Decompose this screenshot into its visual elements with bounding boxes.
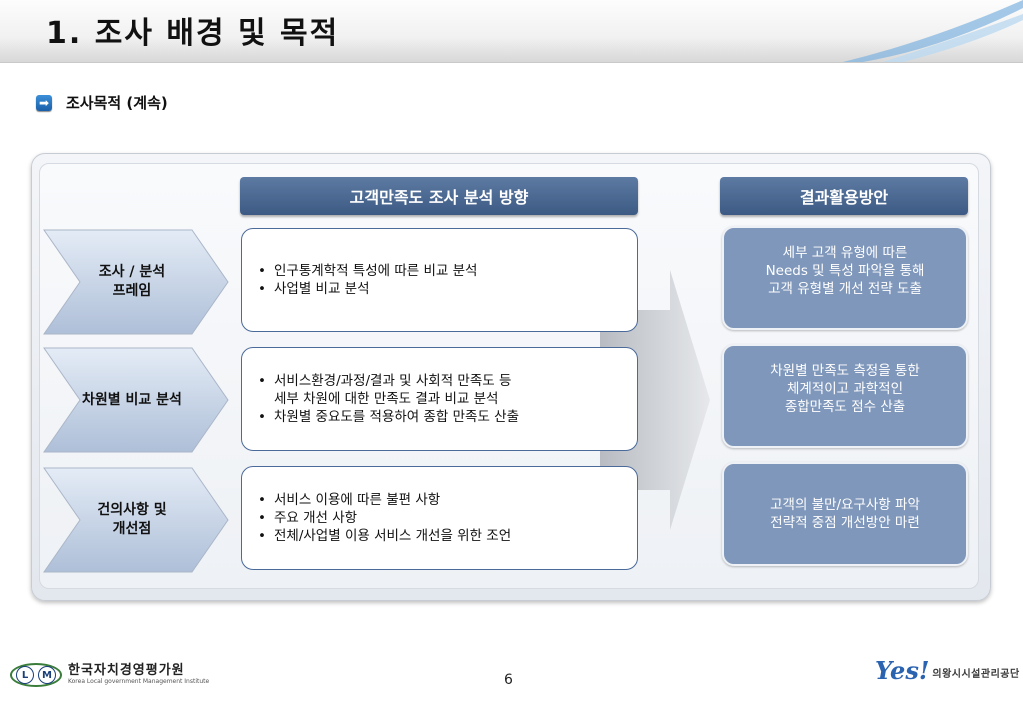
big-right-arrow-icon bbox=[600, 270, 710, 530]
analysis-direction-header: 고객만족도 조사 분석 방향 bbox=[240, 177, 638, 215]
analysis-box: 인구통계학적 특성에 따른 비교 분석 사업별 비교 분석 bbox=[241, 228, 638, 332]
arrow-right-icon: ➡ bbox=[36, 94, 52, 111]
category-chevron: 차원별 비교 분석 bbox=[42, 346, 232, 454]
category-label: 차원별 비교 분석 bbox=[82, 391, 182, 408]
klmi-emblem-icon: L M bbox=[10, 663, 62, 687]
page-title: 1. 조사 배경 및 목적 bbox=[46, 16, 340, 51]
usage-box: 세부 고객 유형에 따른 Needs 및 특성 파악을 통해 고객 유형별 개선… bbox=[722, 226, 968, 330]
usage-line: 고객의 불만/요구사항 파악 bbox=[770, 497, 920, 513]
list-item: 서비스 이용에 따른 불편 사항 bbox=[256, 491, 637, 509]
usage-box: 고객의 불만/요구사항 파악 전략적 중점 개선방안 마련 bbox=[722, 462, 968, 566]
usage-line: 종합만족도 점수 산출 bbox=[784, 399, 906, 415]
yes-logo-mark: Yes! bbox=[875, 656, 930, 685]
usage-line: Needs 및 특성 파악을 통해 bbox=[765, 263, 925, 279]
decorative-swoosh bbox=[843, 0, 1023, 62]
usage-line: 체계적이고 과학적인 bbox=[786, 381, 904, 397]
section-subheading: ➡ 조사목적 (계속) bbox=[36, 92, 168, 113]
page-number: 6 bbox=[504, 672, 513, 688]
chevron-shape bbox=[43, 467, 229, 573]
list-item-continuation: 세부 차원에 대한 만족도 결과 비교 분석 bbox=[274, 391, 499, 407]
klmi-logo: L M 한국자치경영평가원 Korea Local government Man… bbox=[10, 663, 209, 687]
analysis-box: 서비스환경/과정/결과 및 사회적 만족도 등 세부 차원에 대한 만족도 결과… bbox=[241, 347, 638, 451]
left-org-english: Korea Local government Management Instit… bbox=[68, 678, 210, 685]
subheading-label: 조사목적 (계속) bbox=[66, 94, 168, 112]
usage-line: 세부 고객 유형에 따른 bbox=[782, 245, 908, 261]
usage-line: 차원별 만족도 측정을 통한 bbox=[770, 363, 920, 379]
usage-line: 고객 유형별 개선 전략 도출 bbox=[768, 281, 922, 297]
list-item: 전체/사업별 이용 서비스 개선을 위한 조언 bbox=[256, 527, 637, 545]
usage-line: 전략적 중점 개선방안 마련 bbox=[770, 515, 920, 531]
chevron-shape bbox=[43, 229, 229, 335]
list-item: 서비스환경/과정/결과 및 사회적 만족도 등 bbox=[256, 372, 637, 390]
analysis-box: 서비스 이용에 따른 불편 사항 주요 개선 사항 전체/사업별 이용 서비스 … bbox=[241, 466, 638, 570]
title-bar: 1. 조사 배경 및 목적 bbox=[0, 0, 1023, 63]
usage-box: 차원별 만족도 측정을 통한 체계적이고 과학적인 종합만족도 점수 산출 bbox=[722, 344, 968, 448]
list-item: 인구통계학적 특성에 따른 비교 분석 bbox=[256, 262, 637, 280]
result-usage-header: 결과활용방안 bbox=[720, 177, 968, 215]
right-org-name: 의왕시시설관리공단 bbox=[932, 669, 1020, 680]
uiwang-logo: Yes! 의왕시시설관리공단 bbox=[875, 658, 1020, 684]
left-org-name: 한국자치경영평가원 bbox=[68, 663, 185, 678]
list-item: 사업별 비교 분석 bbox=[256, 280, 637, 298]
list-item: 차원별 중요도를 적용하여 종합 만족도 산출 bbox=[256, 408, 637, 426]
list-item: 주요 개선 사항 bbox=[256, 509, 637, 527]
chevron-shape bbox=[43, 347, 229, 453]
